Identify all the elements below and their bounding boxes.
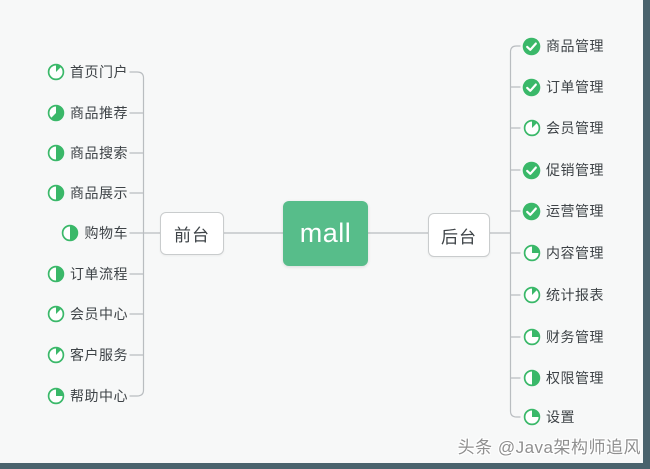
task-label: 商品搜索 (70, 145, 128, 161)
task-item[interactable]: 购物车 (61, 223, 129, 243)
progress-pie-icon (46, 104, 65, 123)
progress-pie-icon (46, 144, 65, 163)
task-label: 设置 (546, 409, 575, 425)
task-item[interactable]: 商品管理 (522, 36, 604, 56)
done-check-icon (522, 78, 541, 97)
task-label: 权限管理 (546, 370, 604, 386)
progress-pie-icon (46, 184, 65, 203)
progress-pie-icon (522, 328, 541, 347)
done-check-icon (522, 37, 541, 56)
task-item[interactable]: 统计报表 (522, 285, 604, 305)
progress-pie-icon (522, 286, 541, 305)
task-label: 会员管理 (546, 120, 604, 136)
branch-label-backend: 后台 (441, 227, 477, 247)
progress-pie-icon (522, 119, 541, 138)
task-item[interactable]: 权限管理 (522, 368, 604, 388)
task-item[interactable]: 会员管理 (522, 118, 604, 138)
task-item[interactable]: 内容管理 (522, 243, 604, 263)
task-item[interactable]: 商品搜索 (46, 143, 128, 163)
frame-bottom-strip (0, 463, 650, 469)
task-label: 订单管理 (546, 79, 604, 95)
task-item[interactable]: 运营管理 (522, 201, 604, 221)
task-label: 促销管理 (546, 162, 604, 178)
done-check-icon (522, 202, 541, 221)
progress-pie-icon (46, 63, 65, 82)
task-label: 运营管理 (546, 203, 604, 219)
task-label: 商品展示 (70, 185, 128, 201)
task-item[interactable]: 设置 (522, 407, 575, 427)
branch-node-frontend[interactable]: 前台 (160, 212, 224, 255)
task-item[interactable]: 商品推荐 (46, 103, 128, 123)
task-item[interactable]: 会员中心 (46, 304, 128, 324)
task-label: 帮助中心 (70, 388, 128, 404)
task-item[interactable]: 订单流程 (46, 264, 128, 284)
root-node[interactable]: mall (283, 201, 368, 266)
task-label: 客户服务 (70, 347, 128, 363)
task-label: 订单流程 (70, 266, 128, 282)
task-label: 财务管理 (546, 329, 604, 345)
done-check-icon (522, 161, 541, 180)
task-label: 商品推荐 (70, 105, 128, 121)
frame-right-strip (643, 0, 650, 469)
progress-pie-icon (46, 346, 65, 365)
branch-node-backend[interactable]: 后台 (428, 213, 490, 257)
progress-pie-icon (46, 265, 65, 284)
task-item[interactable]: 帮助中心 (46, 386, 128, 406)
task-item[interactable]: 订单管理 (522, 77, 604, 97)
task-item[interactable]: 商品展示 (46, 183, 128, 203)
task-item[interactable]: 促销管理 (522, 160, 604, 180)
task-item[interactable]: 首页门户 (46, 62, 128, 82)
task-label: 购物车 (84, 225, 128, 241)
task-label: 商品管理 (546, 38, 604, 54)
progress-pie-icon (522, 244, 541, 263)
progress-pie-icon (46, 305, 65, 324)
watermark: 头条 @Java架构师追风 (457, 438, 641, 457)
task-label: 内容管理 (546, 245, 604, 261)
branch-label-frontend: 前台 (174, 226, 210, 245)
progress-pie-icon (61, 224, 80, 243)
progress-pie-icon (46, 387, 65, 406)
progress-pie-icon (522, 369, 541, 388)
progress-pie-icon (522, 408, 541, 427)
task-item[interactable]: 财务管理 (522, 327, 604, 347)
task-label: 首页门户 (70, 64, 128, 80)
task-label: 统计报表 (546, 287, 604, 303)
task-label: 会员中心 (70, 306, 128, 322)
task-item[interactable]: 客户服务 (46, 345, 128, 365)
root-label: mall (299, 218, 352, 248)
